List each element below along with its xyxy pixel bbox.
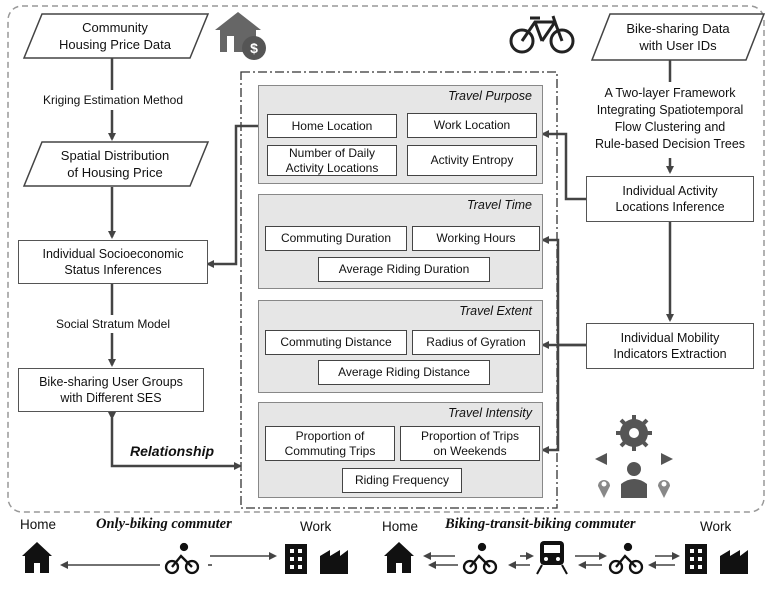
prop-commuting-box: Proportion of Commuting Trips <box>265 426 395 461</box>
work-building-icon <box>285 544 348 574</box>
social-stratum-label: Social Stratum Model <box>18 316 208 332</box>
socioeconomic-inference-box: Individual Socioeconomic Status Inferenc… <box>18 240 208 284</box>
home-label: Home <box>382 519 419 534</box>
home-icon <box>22 542 52 573</box>
work-label: Work <box>700 519 732 534</box>
work-label: Work <box>300 519 332 534</box>
cyclist-icon <box>608 542 644 575</box>
commuting-duration-box: Commuting Duration <box>265 226 407 251</box>
work-location-box: Work Location <box>407 113 537 138</box>
mobility-extraction-box: Individual Mobility Indicators Extractio… <box>586 323 754 369</box>
activity-inference-box: Individual Activity Locations Inference <box>586 176 754 222</box>
panel-title: Travel Time <box>467 198 532 212</box>
cyclist-icon <box>164 542 200 575</box>
only-biking-label: Only-biking commuter <box>96 516 232 532</box>
framework-label: A Two-layer Framework Integrating Spatio… <box>582 85 758 153</box>
bicycle-icon <box>509 15 575 54</box>
svg-text:$: $ <box>250 40 258 56</box>
home-location-box: Home Location <box>267 114 397 138</box>
avg-riding-distance-box: Average Riding Distance <box>318 360 490 385</box>
avg-riding-duration-box: Average Riding Duration <box>318 257 490 282</box>
housing-data-shape <box>22 13 210 59</box>
panel-title: Travel Purpose <box>448 89 532 103</box>
house-price-icon: $ <box>215 12 266 60</box>
riding-frequency-box: Riding Frequency <box>342 468 462 493</box>
panel-title: Travel Intensity <box>448 406 532 420</box>
cyclist-icon <box>462 542 498 575</box>
bike-data-label: Bike-sharing Data with User IDs <box>626 21 730 53</box>
housing-data-label: Community Housing Price Data <box>59 20 171 52</box>
train-icon <box>536 541 568 575</box>
work-building-icon <box>685 544 748 574</box>
bike-data-shape <box>590 13 766 61</box>
spatial-distribution-label: Spatial Distribution of Housing Price <box>60 148 170 180</box>
relationship-label: Relationship <box>130 443 215 459</box>
working-hours-box: Working Hours <box>412 226 540 251</box>
panel-title: Travel Extent <box>459 304 532 318</box>
user-groups-box: Bike-sharing User Groups with Different … <box>18 368 204 412</box>
spatial-distribution-shape <box>22 141 210 187</box>
mobility-agent-icon <box>595 415 673 498</box>
daily-locations-box: Number of Daily Activity Locations <box>267 145 397 176</box>
outer-frame <box>7 5 765 513</box>
commuting-distance-box: Commuting Distance <box>265 330 407 355</box>
radius-gyration-box: Radius of Gyration <box>412 330 540 355</box>
home-icon <box>384 542 414 573</box>
home-label: Home <box>20 517 57 532</box>
prop-weekends-box: Proportion of Trips on Weekends <box>400 426 540 461</box>
activity-entropy-box: Activity Entropy <box>407 145 537 176</box>
kriging-label: Kriging Estimation Method <box>18 92 208 108</box>
biking-transit-label: Biking-transit-biking commuter <box>445 516 636 532</box>
